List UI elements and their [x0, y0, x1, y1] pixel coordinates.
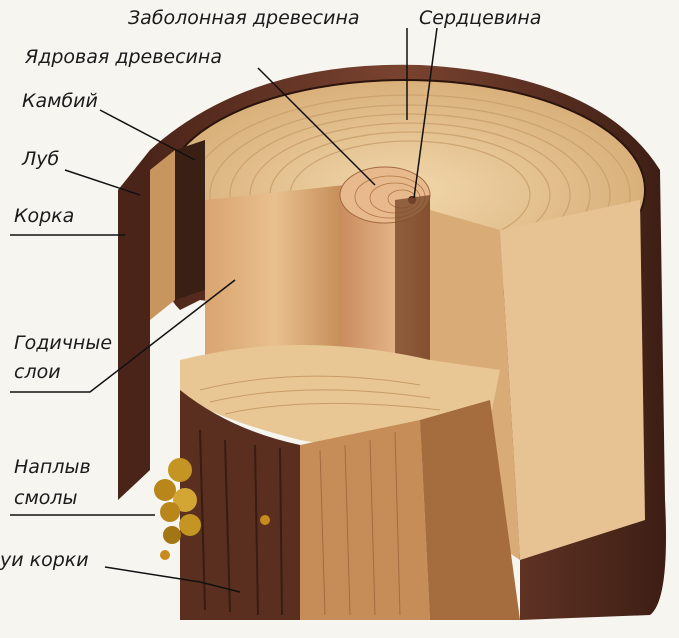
label-resin-line2: смолы — [14, 487, 78, 509]
label-pith: Сердцевина — [419, 7, 541, 29]
label-bark-layers: уи корки — [0, 549, 89, 571]
sapwood-lower-block — [300, 420, 430, 620]
cambium-slab — [175, 140, 205, 300]
label-heartwood: Ядровая древесина — [25, 46, 222, 68]
label-annual-rings-line2: слои — [14, 361, 61, 383]
label-phloem: Луб — [22, 148, 59, 170]
label-sapwood: Заболонная древесина — [128, 7, 360, 29]
bark-slab — [118, 150, 150, 500]
label-bark: Корка — [14, 205, 74, 227]
label-resin-line1: Наплыв — [14, 456, 91, 478]
phloem-slab — [150, 150, 175, 320]
label-annual-rings-line1: Годичные — [14, 332, 112, 354]
label-cambium: Камбий — [22, 90, 98, 112]
